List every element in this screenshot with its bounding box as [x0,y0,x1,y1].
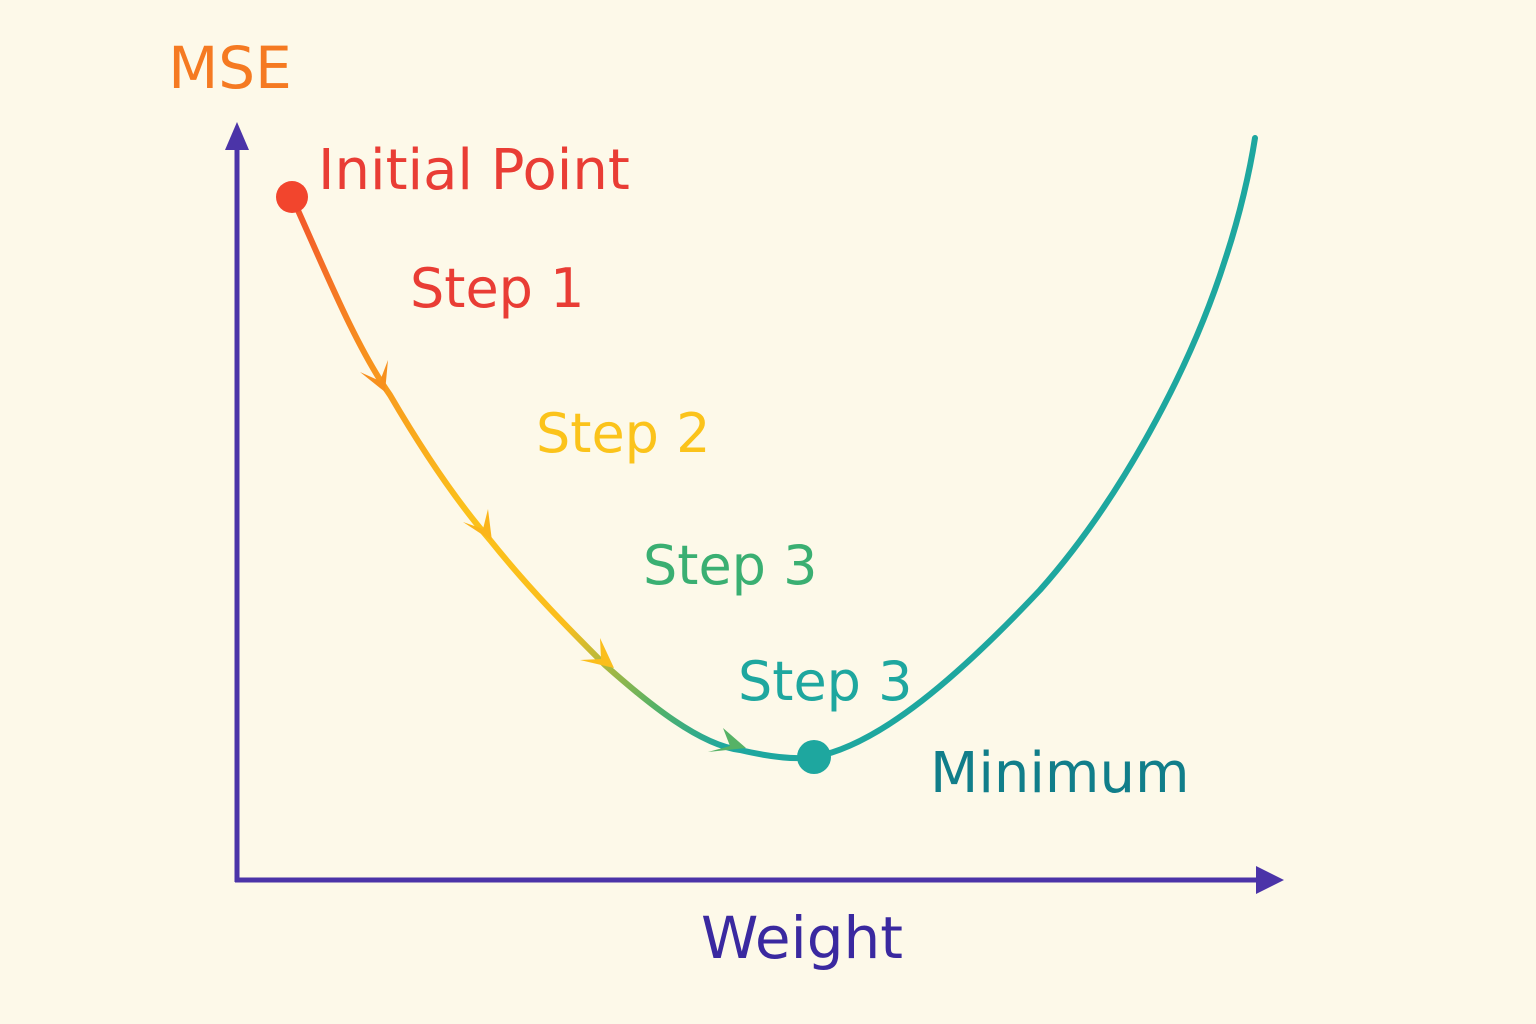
step-1-label: Step 1 [410,257,584,320]
initial-point-dot [276,181,308,213]
loss-curve-right [811,135,1258,760]
initial-point-label: Initial Point [318,138,630,203]
step-2-arrowhead [463,509,492,541]
step-3a-arrowhead [580,638,614,668]
x-axis-arrowhead [1256,866,1284,894]
x-axis-label: Weight [701,904,903,972]
minimum-point-dot [797,740,831,774]
y-axis-arrowhead [225,122,249,150]
step-1-arrowhead [360,360,388,392]
step-3b-label: Step 3 [738,650,912,713]
step-2-label: Step 2 [536,402,710,465]
step-3a-label: Step 3 [643,534,817,597]
y-axis-label: MSE [168,34,292,102]
minimum-label: Minimum [930,741,1190,806]
step-3b-arrowhead [708,728,746,752]
